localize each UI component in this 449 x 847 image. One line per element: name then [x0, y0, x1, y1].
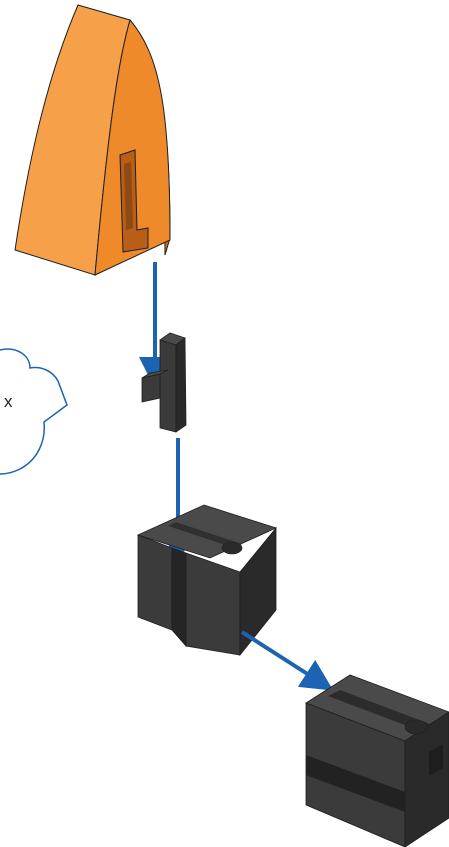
black-block-final: [306, 675, 449, 847]
speech-bubble: x: [0, 349, 67, 474]
callout-label: x: [4, 392, 13, 411]
black-block-assembly: [138, 505, 276, 655]
black-clip-part: [142, 333, 186, 432]
arrow-block-to-final: [242, 632, 320, 682]
orange-wedge-part: [15, 5, 170, 275]
